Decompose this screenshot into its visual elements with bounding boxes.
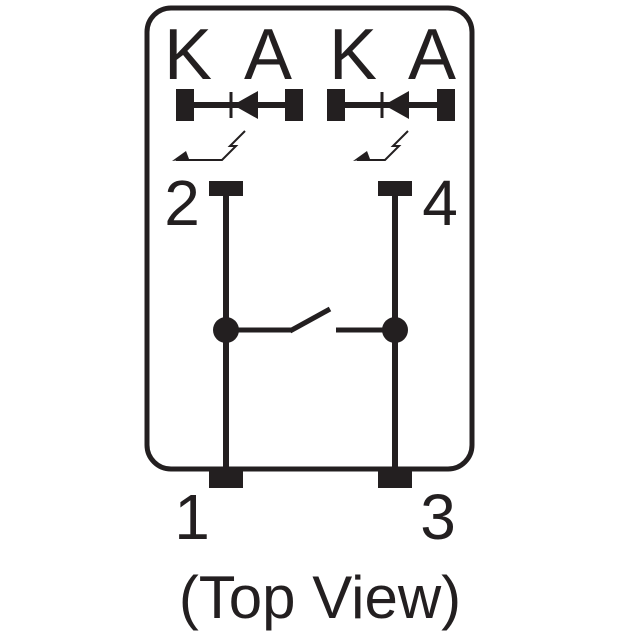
pin-label-3: 3 <box>420 481 456 553</box>
pin-label-1: 1 <box>174 481 210 553</box>
pin-label-4: 4 <box>422 167 458 239</box>
label-a-left: A <box>244 15 292 95</box>
led-left-anode-pad <box>285 89 303 121</box>
package-outline <box>144 5 475 472</box>
led-right-cathode-pad <box>327 89 345 121</box>
switch-contact <box>213 306 408 343</box>
label-k-left: K <box>164 15 212 95</box>
led-right-anode-pad <box>437 89 455 121</box>
label-a-right: A <box>408 15 456 95</box>
led-right-triangle <box>384 91 409 119</box>
led-left-cathode-pad <box>176 89 194 121</box>
pin-label-2: 2 <box>164 167 200 239</box>
light-arrow-right-icon <box>353 130 409 161</box>
led-right <box>327 89 455 121</box>
led-left-triangle <box>233 91 258 119</box>
light-arrow-left-icon <box>172 130 246 161</box>
led-left <box>176 89 303 121</box>
label-k-right: K <box>329 15 377 95</box>
pin-1-pad <box>209 471 243 488</box>
pin-3-pad <box>378 471 412 488</box>
switch-blade <box>288 306 332 334</box>
pin-2-pad <box>209 181 243 196</box>
caption-top-view: (Top View) <box>179 564 461 631</box>
pin-4-pad <box>378 181 412 196</box>
